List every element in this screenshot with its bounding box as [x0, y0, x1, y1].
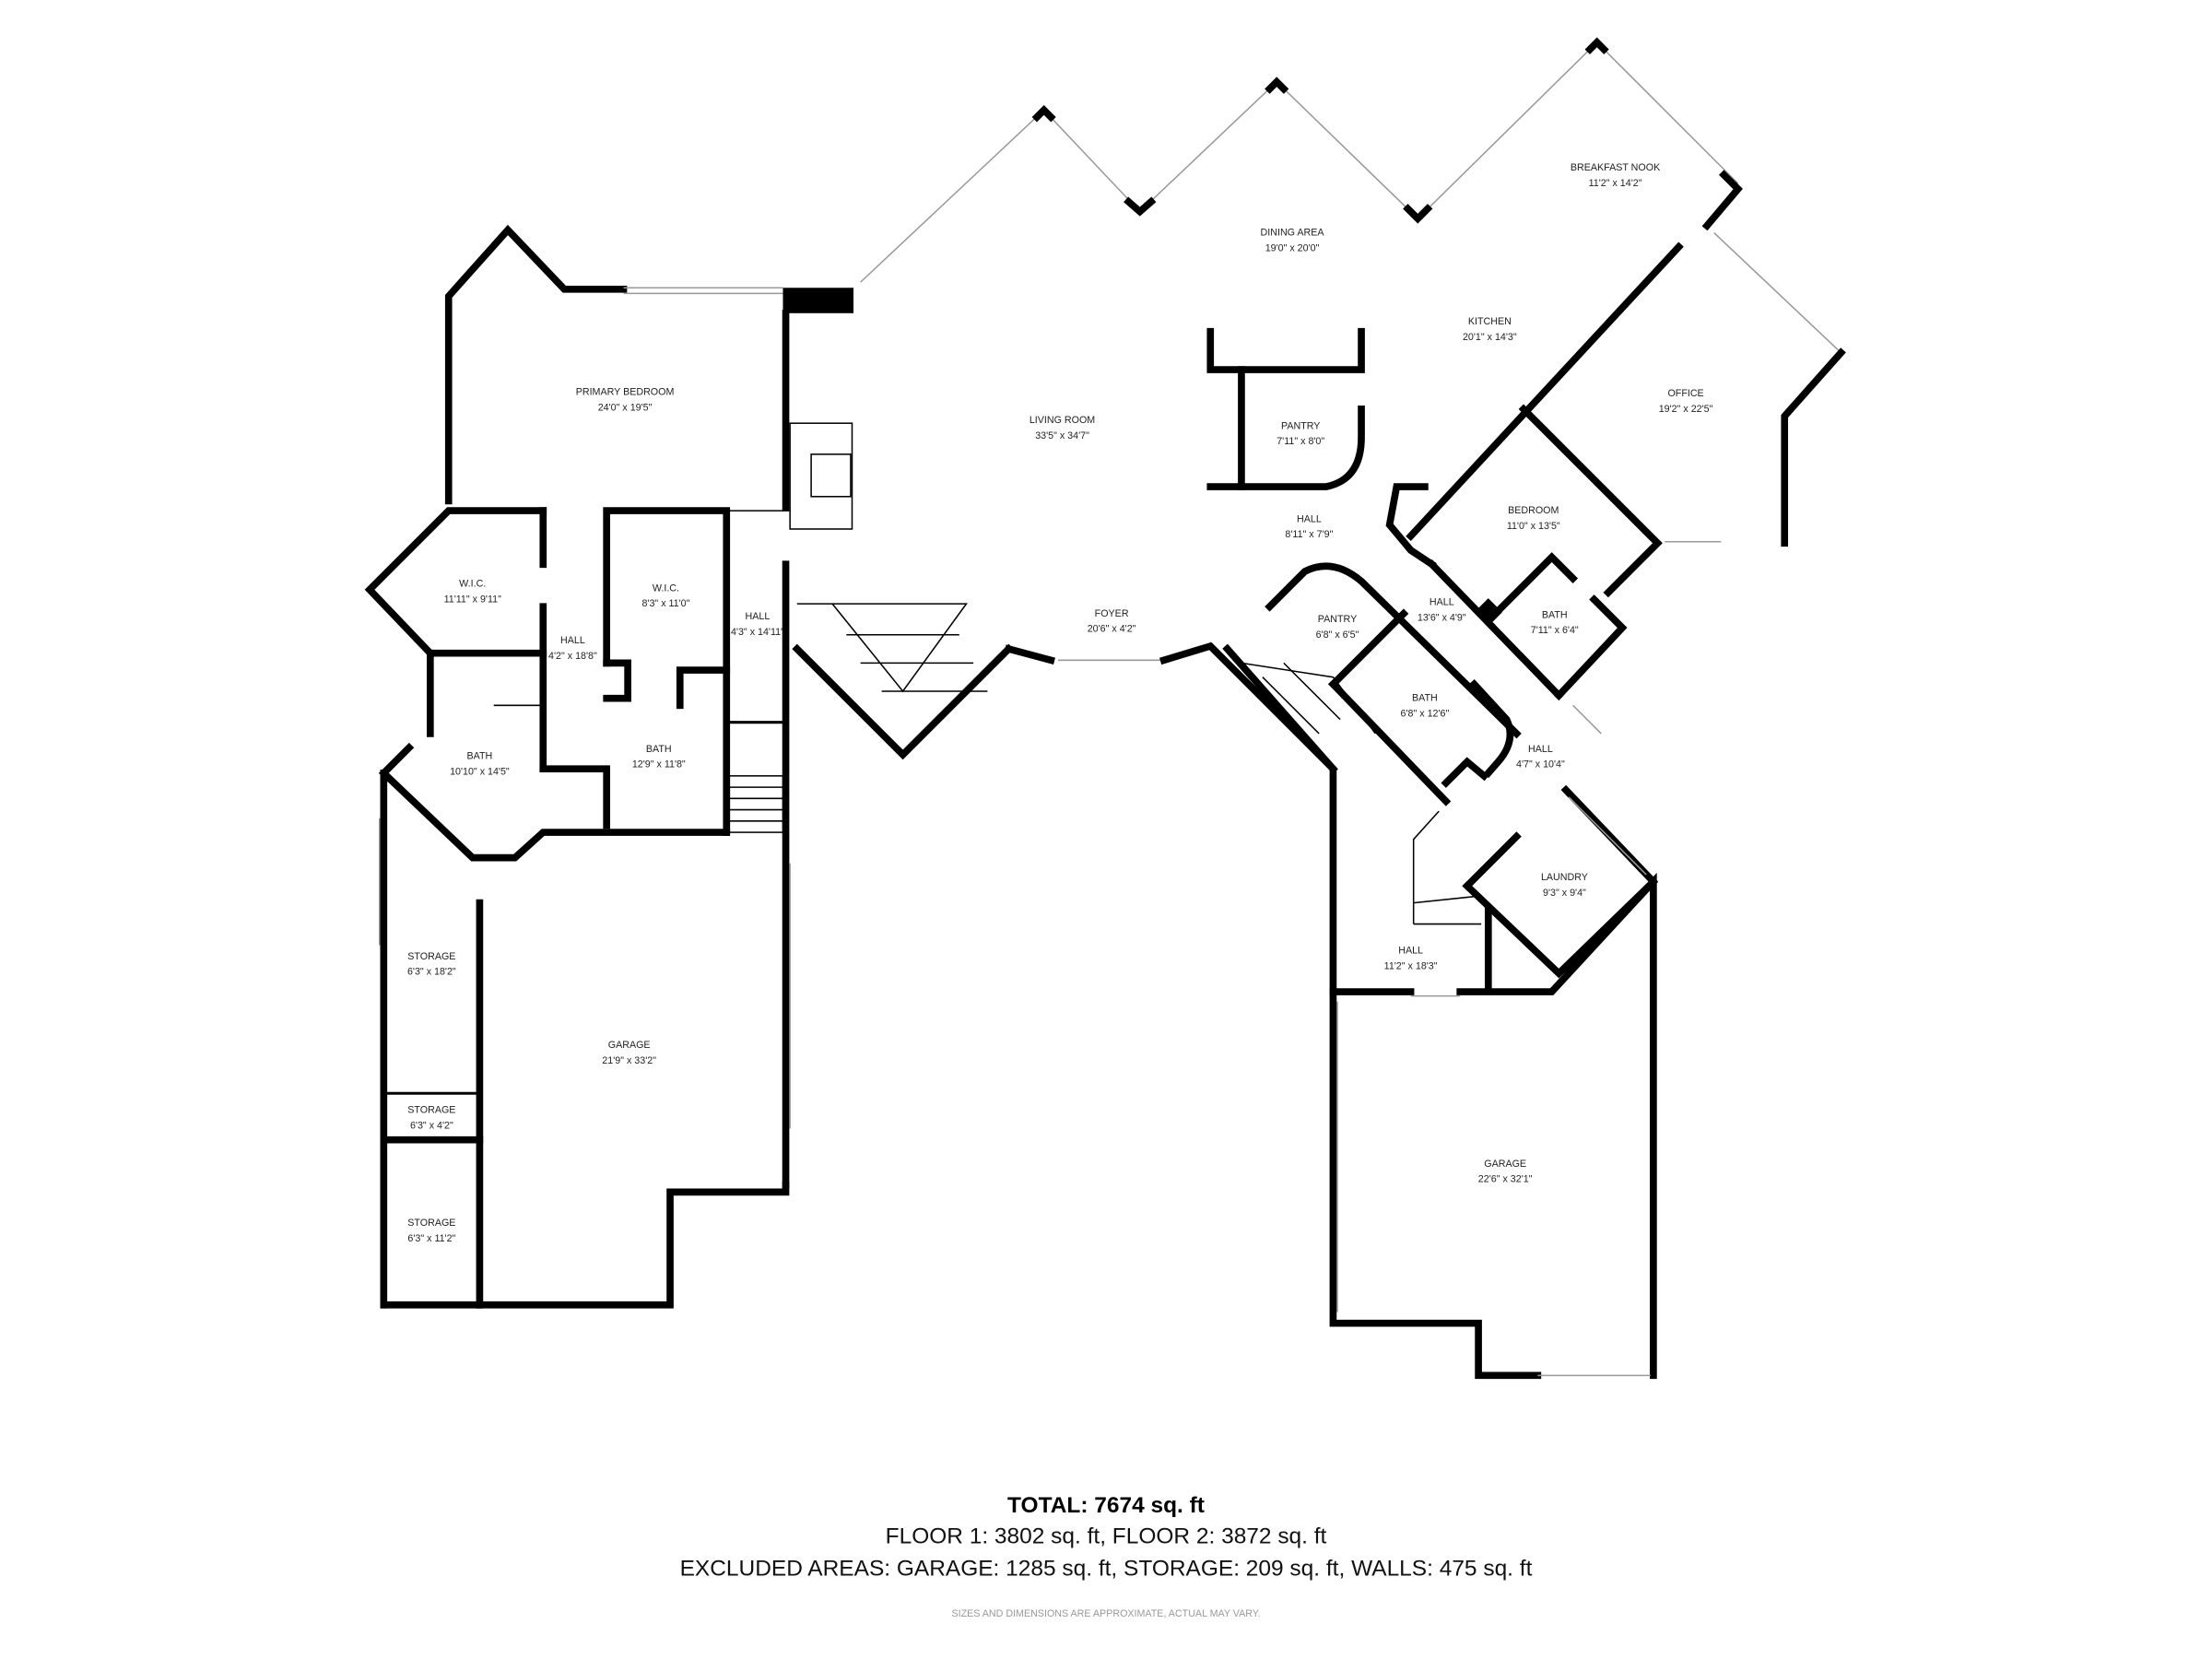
excluded-areas: EXCLUDED AREAS: GARAGE: 1285 sq. ft, STO… [680, 1557, 1533, 1582]
room-name: PANTRY [1318, 614, 1357, 625]
room-name: KITCHEN [1468, 316, 1512, 327]
room-size: 21'9" x 33'2" [602, 1055, 656, 1066]
stairs [792, 603, 1014, 760]
total-area: TOTAL: 7674 sq. ft [1007, 1493, 1205, 1518]
room-name: LIVING ROOM [1030, 415, 1095, 426]
room-name: FOYER [1095, 608, 1129, 619]
room-size: 19'0" x 20'0" [1265, 242, 1320, 253]
room-name: BATH [467, 750, 493, 761]
room-name: GARAGE [608, 1040, 651, 1051]
room-size: 11'2" x 18'3" [1384, 961, 1438, 972]
room-size: 33'5" x 34'7" [1035, 430, 1089, 441]
fireplace [789, 422, 853, 530]
room-size: 8'3" x 11'0" [641, 598, 689, 609]
room-size: 6'8" x 6'5" [1316, 629, 1359, 641]
room-size: 4'2" x 18'8" [548, 651, 597, 662]
room-name: HALL [1430, 597, 1454, 608]
room-size: 12'9" x 11'8" [632, 759, 686, 771]
room-name: BREAKFAST NOOK [1571, 162, 1661, 173]
stairs [728, 775, 784, 833]
room-name: HALL [1297, 513, 1322, 524]
room-name: STORAGE [407, 1218, 455, 1229]
room-name: GARAGE [1484, 1159, 1526, 1170]
area-summary: TOTAL: 7674 sq. ft FLOOR 1: 3802 sq. ft,… [680, 1493, 1533, 1619]
room-size: 4'3" x 14'11" [731, 627, 784, 638]
room-size: 6'3" x 11'2" [407, 1233, 455, 1244]
room-size: 9'3" x 9'4" [1543, 888, 1586, 899]
room-name: HALL [746, 611, 771, 622]
room-name: STORAGE [407, 1105, 455, 1116]
room-size: 7'11" x 6'4" [1531, 625, 1579, 636]
room-name: W.I.C. [653, 582, 679, 594]
room-size: 7'11" x 8'0" [1277, 436, 1324, 447]
room-name: HALL [560, 635, 585, 646]
room-name: W.I.C. [459, 579, 486, 590]
room-size: 10'10" x 14'5" [450, 766, 510, 777]
room-size: 11'11" x 9'11" [444, 594, 501, 606]
disclaimer: SIZES AND DIMENSIONS ARE APPROXIMATE, AC… [951, 1608, 1260, 1619]
walls [364, 37, 1846, 1380]
room-name: HALL [1398, 946, 1423, 957]
room-name: DINING AREA [1261, 228, 1325, 239]
room-size: 6'3" x 18'2" [407, 967, 456, 978]
room-name: HALL [1528, 744, 1553, 755]
room-size: 11'2" x 14'2" [1589, 178, 1642, 189]
room-size: 24'0" x 19'5" [598, 402, 653, 413]
room-name: OFFICE [1667, 388, 1703, 399]
room-size: 19'2" x 22'5" [1659, 404, 1713, 415]
room-size: 6'8" x 12'6" [1401, 709, 1450, 720]
room-size: 8'11" x 7'9" [1285, 529, 1333, 540]
room-size: 22'6" x 32'1" [1478, 1174, 1533, 1185]
room-labels: PRIMARY BEDROOM 24'0" x 19'5" W.I.C. 11'… [407, 162, 1713, 1244]
room-name: PRIMARY BEDROOM [576, 387, 675, 398]
room-name: STORAGE [407, 951, 455, 962]
room-size: 20'6" x 4'2" [1088, 624, 1136, 635]
floor-areas: FLOOR 1: 3802 sq. ft, FLOOR 2: 3872 sq. … [886, 1524, 1327, 1548]
room-name: BEDROOM [1508, 505, 1559, 516]
room-name: PANTRY [1281, 420, 1320, 431]
room-size: 20'1" x 14'3" [1463, 332, 1517, 343]
room-size: 11'0" x 13'5" [1507, 521, 1560, 532]
room-name: BATH [1542, 609, 1568, 620]
room-name: LAUNDRY [1541, 872, 1588, 883]
room-size: 13'6" x 4'9" [1418, 612, 1466, 623]
room-name: BATH [646, 744, 672, 755]
room-size: 4'7" x 10'4" [1516, 759, 1565, 771]
room-size: 6'3" x 4'2" [410, 1120, 453, 1131]
room-name: BATH [1412, 693, 1438, 704]
